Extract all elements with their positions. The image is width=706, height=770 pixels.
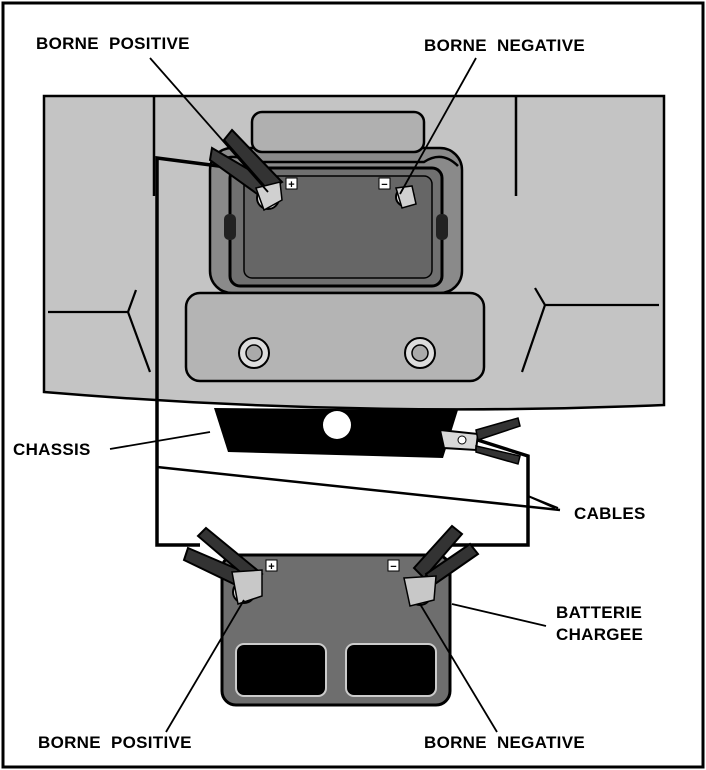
plus-symbol-bottom: + bbox=[268, 561, 274, 573]
label-bottom-negative-terminal: BORNE NEGATIVE bbox=[424, 733, 585, 752]
license-plate-panel bbox=[184, 291, 486, 383]
label-charged-battery-line1: BATTERIE bbox=[556, 603, 643, 622]
clamp-bottom-positive bbox=[182, 526, 264, 605]
minus-symbol-bottom: − bbox=[390, 561, 396, 573]
label-bottom-positive-terminal: BORNE POSITIVE bbox=[38, 733, 192, 752]
clamp-chassis bbox=[438, 417, 521, 465]
clamp-bottom-negative bbox=[403, 524, 480, 607]
leader-lines bbox=[109, 57, 559, 733]
plate-light-right bbox=[404, 337, 436, 369]
plus-symbol-top: + bbox=[288, 179, 294, 191]
minus-symbol-top: − bbox=[381, 179, 387, 191]
label-cables: CABLES bbox=[574, 504, 646, 523]
charged-battery: + − bbox=[220, 553, 452, 707]
chassis-hole bbox=[323, 411, 351, 439]
label-chassis: CHASSIS bbox=[13, 440, 91, 459]
clamp-top-positive bbox=[208, 128, 284, 212]
label-top-negative-terminal: BORNE NEGATIVE bbox=[424, 36, 585, 55]
label-charged-battery-line2: CHARGEE bbox=[556, 625, 644, 644]
battery-hold-down bbox=[250, 110, 426, 154]
plate-light-left bbox=[238, 337, 270, 369]
battery-plus-marker bbox=[285, 177, 298, 190]
clamp-top-negative bbox=[395, 185, 417, 209]
battery-minus-marker bbox=[378, 177, 391, 190]
label-top-positive-terminal: BORNE POSITIVE bbox=[36, 34, 190, 53]
